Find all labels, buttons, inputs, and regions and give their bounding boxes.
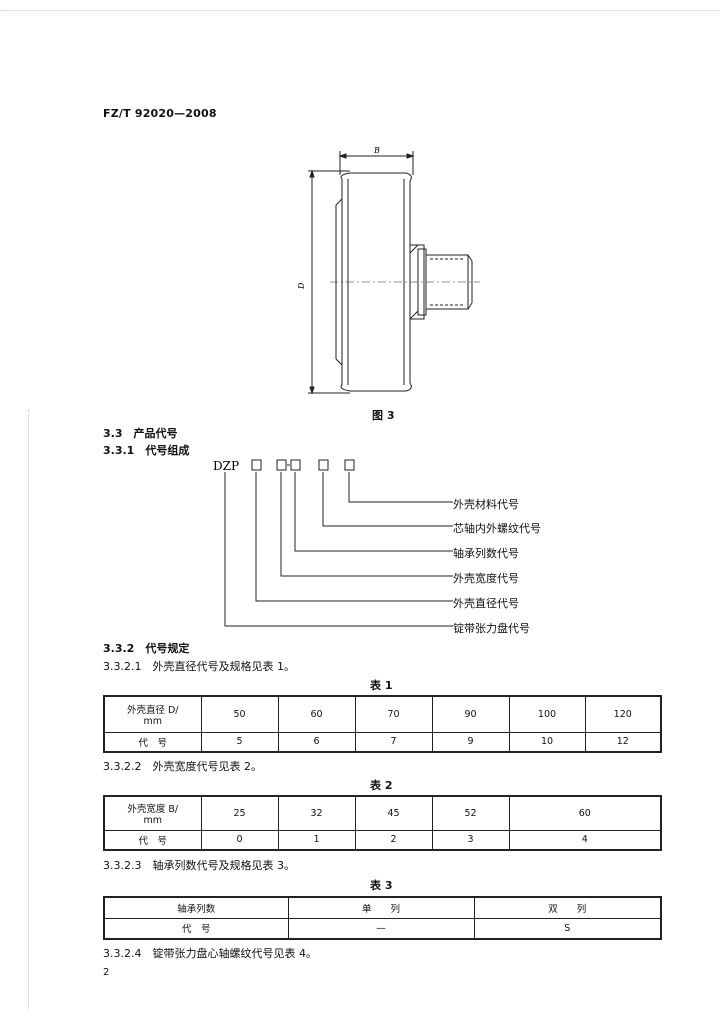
table-cell: 100 — [508, 695, 586, 733]
dim-d-arrow-bottom — [309, 386, 315, 395]
code-label-bearing: 轴承列数代号 — [453, 547, 519, 560]
table3-header-code: 代 号 — [103, 917, 289, 940]
table1-header-diameter: 外壳直径 D/mm — [103, 695, 202, 733]
para-3-3-2-1: 3.3.2.1 外壳直径代号及规格见表 1。 — [103, 660, 295, 673]
table-cell: 32 — [277, 795, 356, 831]
table-cell: S — [473, 917, 662, 940]
table-cell: 4 — [508, 829, 662, 851]
para-3-3-2-3: 3.3.2.3 轴承列数代号及规格见表 3。 — [103, 859, 295, 872]
code-label-material: 外壳材料代号 — [453, 498, 519, 511]
standard-code: FZ/T 92020—2008 — [103, 107, 217, 120]
code-box-width — [276, 459, 287, 471]
dim-d-arrow-top — [309, 169, 315, 178]
table2-header-width: 外壳宽度 B/mm — [103, 795, 202, 831]
code-box-bearing — [290, 459, 301, 471]
table-cell: 70 — [354, 695, 433, 733]
table1-header-code: 代 号 — [103, 731, 202, 753]
figure-caption: 图 3 — [372, 409, 395, 422]
dim-b-arrow-right — [406, 153, 415, 159]
code-box-thread — [318, 459, 329, 471]
table-cell: 双 列 — [473, 896, 662, 919]
table-1: 外壳直径 D/mm 50 60 70 90 100 120 代 号 5 6 7 … — [103, 695, 662, 753]
scan-artifact-top — [0, 10, 720, 15]
code-label-width: 外壳宽度代号 — [453, 572, 519, 585]
page-number: 2 — [103, 967, 110, 978]
table-cell: 6 — [277, 731, 356, 753]
table-cell: 1 — [277, 829, 356, 851]
table-cell: 0 — [200, 829, 279, 851]
table2-header-code: 代 号 — [103, 829, 202, 851]
code-composition-diagram: DZP — [213, 459, 453, 627]
table3-header-bearing: 轴承列数 — [103, 896, 289, 919]
table-cell: 10 — [508, 731, 586, 753]
scan-artifact-margin — [28, 410, 30, 1010]
table-cell: 45 — [354, 795, 433, 831]
table-cell: 7 — [354, 731, 433, 753]
section-heading-3-3-1: 3.3.1 代号组成 — [103, 444, 190, 457]
table-cell: 单 列 — [287, 896, 475, 919]
table-cell: 60 — [508, 795, 662, 831]
table-cell: 5 — [200, 731, 279, 753]
code-label-thread: 芯轴内外螺纹代号 — [453, 522, 541, 535]
table-cell: 3 — [431, 829, 510, 851]
section-heading-3-3: 3.3 产品代号 — [103, 427, 178, 440]
table-cell: 60 — [277, 695, 356, 733]
dim-b-arrow-left — [338, 153, 347, 159]
table-cell: 2 — [354, 829, 433, 851]
table2-caption: 表 2 — [370, 779, 393, 792]
shell-outline — [340, 172, 412, 392]
code-prefix: DZP — [213, 459, 239, 473]
para-3-3-2-2: 3.3.2.2 外壳宽度代号见表 2。 — [103, 760, 262, 773]
table-3: 轴承列数 单 列 双 列 代 号 — S — [103, 896, 662, 940]
dim-d-label: D — [297, 282, 306, 290]
code-label-disc: 锭带张力盘代号 — [453, 622, 530, 635]
table-cell: 120 — [584, 695, 662, 733]
table-cell: 52 — [431, 795, 510, 831]
code-label-diameter: 外壳直径代号 — [453, 597, 519, 610]
table-2: 外壳宽度 B/mm 25 32 45 52 60 代 号 0 1 2 3 4 — [103, 795, 662, 851]
table-cell: 12 — [584, 731, 662, 753]
dim-b-label: B — [373, 146, 380, 155]
code-box-diameter — [251, 459, 262, 471]
table-cell: 9 — [431, 731, 510, 753]
table-cell: 25 — [200, 795, 279, 831]
figure-3-drawing: B D — [297, 146, 480, 395]
table1-caption: 表 1 — [370, 679, 393, 692]
section-heading-3-3-2: 3.3.2 代号规定 — [103, 642, 190, 655]
table-cell: 50 — [200, 695, 279, 733]
para-3-3-2-4: 3.3.2.4 锭带张力盘心轴螺纹代号见表 4。 — [103, 947, 317, 960]
table-cell: 90 — [431, 695, 510, 733]
table3-caption: 表 3 — [370, 879, 393, 892]
table-cell: — — [287, 917, 475, 940]
code-box-material — [344, 459, 355, 471]
